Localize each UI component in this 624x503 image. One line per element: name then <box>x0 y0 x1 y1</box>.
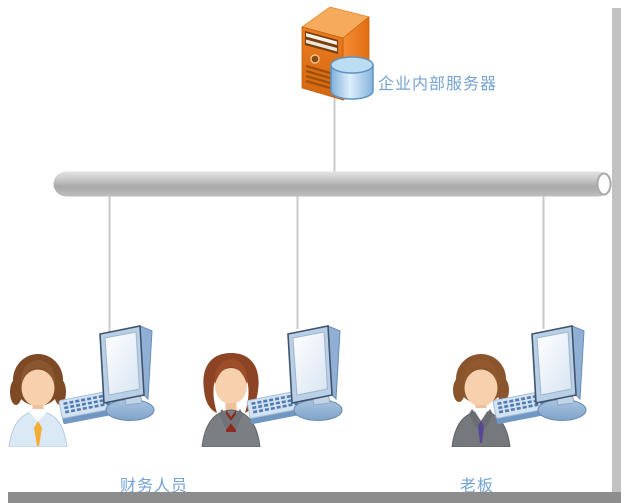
database-icon <box>330 56 374 100</box>
pipe-open-end <box>596 172 612 196</box>
network-bus-pipe <box>53 171 612 197</box>
server-power-button <box>310 54 320 64</box>
person-node2-icon <box>201 353 261 447</box>
server-vent-slot <box>306 33 337 45</box>
page-shadow-right <box>612 8 621 493</box>
server-tower-with-database-icon <box>301 6 374 101</box>
node-label-finance: 财务人员 <box>120 476 189 495</box>
server-label: 企业内部服务器 <box>378 74 498 93</box>
person-boss-icon <box>451 354 511 447</box>
monitor-icon <box>287 325 343 422</box>
person-finance-icon <box>8 354 68 447</box>
monitor-icon <box>99 325 155 422</box>
page-shadow-bottom <box>8 492 621 503</box>
node-label-boss: 老板 <box>460 476 495 495</box>
monitor-icon <box>531 325 587 422</box>
server-vent-slot <box>306 39 337 52</box>
